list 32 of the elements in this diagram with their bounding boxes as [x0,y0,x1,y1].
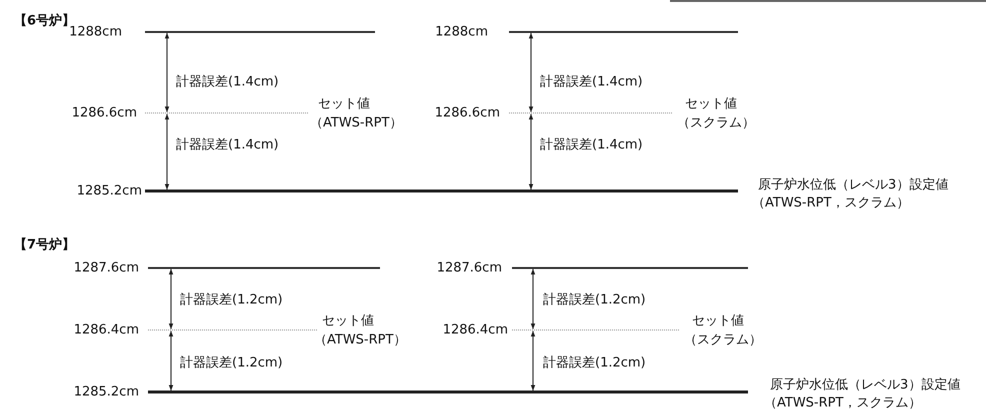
level-value: 1286.4cm [442,324,508,336]
setpoint-label: （ATWS-RPT） [310,116,402,130]
level-value: 1286.6cm [72,106,137,120]
setting-label: 原子炉水位低（レベル3）設定値 [770,378,960,392]
level-value: 1285.2cm [74,386,139,398]
level-value: 1285.2cm [76,184,142,198]
tolerance-label: 計器誤差(1.4cm) [540,138,643,152]
setpoint-label: セット値 [322,314,374,328]
level-value: 1288cm [69,26,122,38]
level-value: 1287.6cm [436,262,502,274]
setpoint-label: （スクラム） [677,116,755,130]
section-heading: 【7号炉】 [14,238,76,252]
level-value: 1286.6cm [434,106,500,120]
setpoint-label: セット値 [685,98,737,110]
setting-label: （ATWS-RPT，スクラム） [764,396,922,410]
level-value: 1288cm [435,26,488,38]
tolerance-label: 計器誤差(1.2cm) [180,356,283,370]
level-value: 1287.6cm [74,262,139,274]
tolerance-label: 計器誤差(1.2cm) [180,294,283,306]
tolerance-label: 計器誤差(1.4cm) [540,76,643,88]
setpoint-label: セット値 [318,98,370,110]
tolerance-label: 計器誤差(1.4cm) [176,76,279,88]
setting-label: 原子炉水位低（レベル3）設定値 [758,178,948,192]
setpoint-label: セット値 [692,314,744,328]
tolerance-label: 計器誤差(1.2cm) [543,294,646,306]
section-heading: 【6号炉】 [14,14,76,28]
level-value: 1286.4cm [74,324,139,336]
setpoint-label: （スクラム） [684,334,762,346]
setpoint-label: （ATWS-RPT） [314,334,406,346]
tolerance-label: 計器誤差(1.4cm) [176,138,279,152]
tolerance-label: 計器誤差(1.2cm) [543,356,646,370]
setting-label: （ATWS-RPT，スクラム） [752,196,910,210]
